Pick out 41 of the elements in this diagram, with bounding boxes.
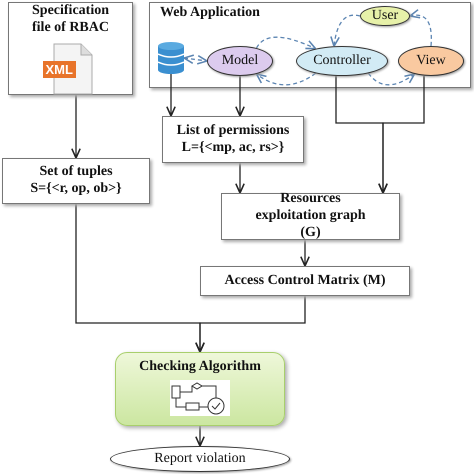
process-box [8,2,133,95]
arrow [195,296,306,353]
node-label: Controller [313,52,371,70]
node-label: Set of tuples [39,164,113,181]
node-label: Model [222,52,258,70]
dashed-arrow [409,9,432,46]
file-type-tag: XML [42,60,76,78]
dashed-arrow [183,54,208,65]
node-label: Access Control Matrix (M) [224,272,386,290]
node-label: User [372,8,398,24]
arrow [300,240,310,267]
node-label: S={<r, op, ob>} [30,181,122,198]
process-box [221,193,400,240]
process-box [115,352,285,426]
dashed-arrow [330,14,360,47]
ellipse-node [360,6,410,26]
node-label: View [416,52,446,70]
panel-title: Web Application [160,5,260,22]
arrow [71,95,81,159]
node-label: List of permissions [176,122,290,140]
database-icon [158,42,184,74]
ellipse-node [398,46,464,76]
node-label: Report violation [154,450,246,468]
arrow [166,74,176,117]
node-label: Resources exploitation graph (G) [254,191,367,242]
arrow [378,76,425,194]
container-panel [149,2,471,88]
node-label: L={<mp, ac, rs>} [182,140,284,156]
process-box [162,116,304,163]
dashed-arrow [256,72,316,86]
node-label: Specification file of RBAC [31,3,110,37]
arrow [235,163,245,194]
arrow [195,426,205,447]
process-box [2,158,150,204]
ellipse-node [296,46,388,76]
ellipse-node [207,46,273,76]
node-label: Checking Algorithm [139,359,261,376]
process-box [200,266,410,296]
arrow [235,76,245,117]
dashed-arrow [368,72,416,86]
dashed-arrow [256,36,316,50]
